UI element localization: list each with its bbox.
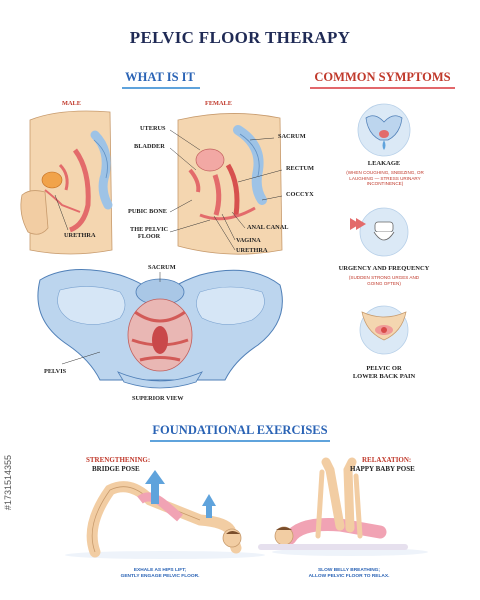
section-common-symptoms: COMMON SYMPTOMS bbox=[314, 70, 451, 84]
section-underline-exercises bbox=[150, 440, 330, 442]
rectum-label: RECTUM bbox=[286, 165, 314, 172]
anal-canal-label: ANAL CANAL bbox=[247, 224, 289, 231]
happy-baby-pose-note: SLOW BELLY BREATHING; ALLOW PELVIC FLOOR… bbox=[308, 568, 390, 580]
coccyx-label: COCCYX bbox=[286, 191, 314, 198]
pelvis-label: PELVIS bbox=[44, 368, 67, 375]
superior-view-caption: SUPERIOR VIEW bbox=[132, 395, 184, 402]
section-underline-blue bbox=[122, 87, 200, 89]
symptom-pain-title: PELVIC OR LOWER BACK PAIN bbox=[352, 365, 416, 381]
symptom-urgency-title: URGENCY AND FREQUENCY bbox=[338, 265, 430, 272]
symptom-leakage-title: LEAKAGE bbox=[367, 160, 401, 167]
symptom-leakage-detail: (WHEN COUGHING, SNEEZING, OR LAUGHING — … bbox=[346, 170, 424, 187]
bridge-pose-illustration bbox=[65, 470, 265, 559]
sacrum-label: SACRUM bbox=[278, 133, 306, 140]
happy-baby-pose-name: HAPPY BABY POSE bbox=[350, 465, 415, 473]
watermark-id: #1731514355 bbox=[3, 455, 13, 511]
female-sagittal-illustration bbox=[169, 113, 283, 255]
female-urethra-label: URETHRA bbox=[236, 247, 268, 254]
uterus-label: UTERUS bbox=[140, 125, 166, 132]
pubic-bone-label: PUBIC BONE bbox=[128, 208, 168, 215]
symptom-urgency-detail: (SUDDEN STRONG URGES AND GOING OFTEN) bbox=[348, 275, 420, 286]
bridge-pose-note: EXHALE AS HIPS LIFT; GENTLY ENGAGE PELVI… bbox=[120, 568, 200, 580]
leakage-symptom-icon bbox=[357, 103, 411, 157]
section-underline-red bbox=[310, 87, 455, 89]
urgency-symptom-icon bbox=[350, 207, 409, 257]
section-what-is-it: WHAT IS IT bbox=[125, 70, 195, 84]
male-label: MALE bbox=[62, 100, 81, 107]
happy-baby-category: RELAXATION: bbox=[362, 456, 412, 464]
superior-sacrum-label: SACRUM bbox=[148, 264, 176, 271]
bladder-label: BLADDER bbox=[134, 143, 165, 150]
bridge-category: STRENGTHENING: bbox=[86, 456, 151, 464]
page-title: PELVIC FLOOR THERAPY bbox=[129, 28, 351, 47]
female-label: FEMALE bbox=[205, 100, 232, 107]
vagina-label: VAGINA bbox=[236, 237, 261, 244]
superior-pelvis-illustration bbox=[37, 269, 283, 389]
section-foundational-exercises: FOUNDATIONAL EXERCISES bbox=[152, 423, 328, 437]
pelvic-pain-symptom-icon bbox=[359, 305, 409, 355]
male-urethra-label: URETHRA bbox=[64, 232, 96, 239]
bridge-pose-name: BRIDGE POSE bbox=[92, 465, 140, 473]
happy-baby-pose-illustration bbox=[258, 457, 428, 556]
pelvic-floor-label: THE PELVIC FLOOR bbox=[130, 226, 169, 241]
male-sagittal-illustration bbox=[20, 110, 113, 255]
